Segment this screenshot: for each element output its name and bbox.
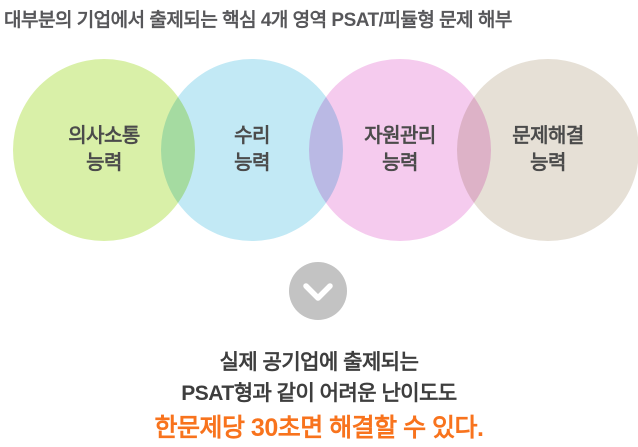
bottom-text-block: 실제 공기업에 출제되는 PSAT형과 같이 어려운 난이도도 한문제당 30초… [0, 347, 638, 445]
page-title: 대부분의 기업에서 출제되는 핵심 4개 영역 PSAT/피듈형 문제 해부 [4, 10, 512, 31]
bottom-text-line-2: PSAT형과 같이 어려운 난이도도 [181, 382, 457, 405]
venn-label-line: 능력 [382, 152, 418, 174]
venn-label-line: 능력 [530, 152, 566, 174]
venn-label-line: 의사소통 [68, 125, 140, 147]
venn-label-line: 능력 [86, 152, 122, 174]
bottom-text-line-3-highlight: 한문제당 30초면 해결할 수 있다. [154, 414, 484, 442]
venn-circle-problem-solving [457, 59, 638, 241]
venn-label-line: 능력 [234, 152, 270, 174]
venn-label-problem-solving: 문제해결 능력 [457, 59, 638, 241]
venn-label-communication: 의사소통 능력 [13, 59, 195, 241]
venn-label-line: 수리 [234, 125, 270, 147]
chevron-down-icon [289, 262, 347, 320]
venn-label-resource-management: 자원관리 능력 [309, 59, 491, 241]
scroll-down-button[interactable] [289, 262, 347, 320]
venn-label-line: 문제해결 [512, 125, 584, 147]
venn-label-numerical: 수리 능력 [161, 59, 343, 241]
venn-label-line: 자원관리 [364, 125, 436, 147]
bottom-text-line-1: 실제 공기업에 출제되는 [219, 351, 419, 374]
